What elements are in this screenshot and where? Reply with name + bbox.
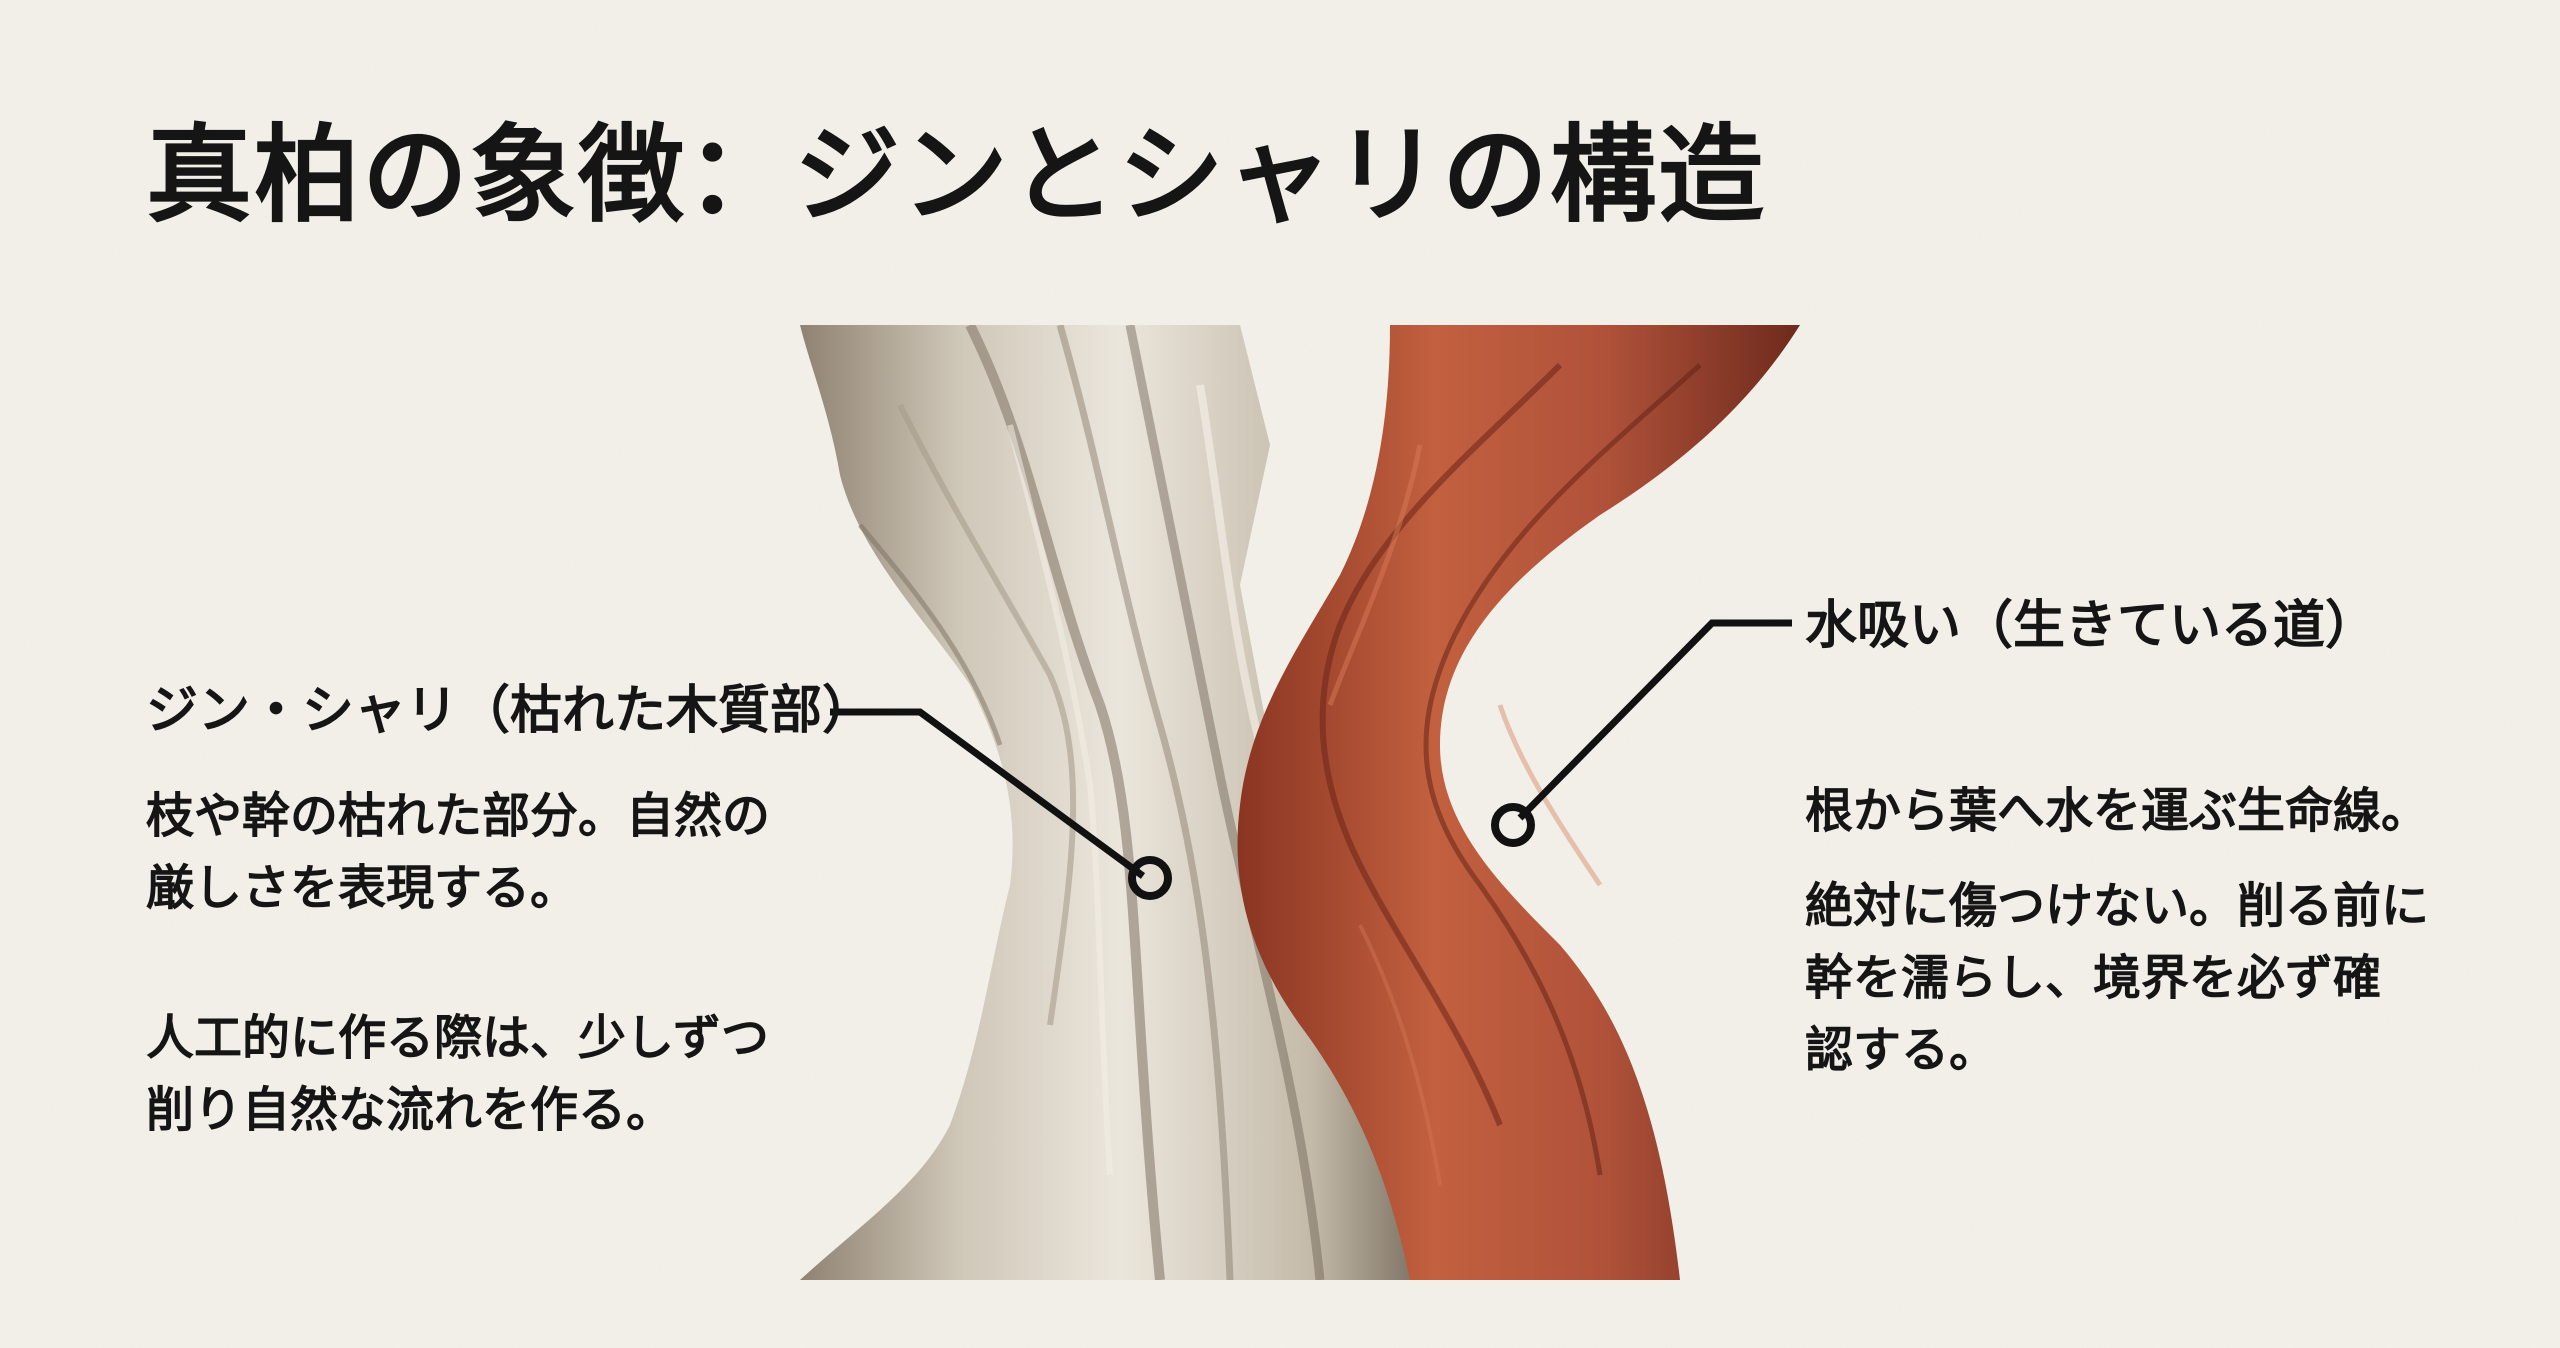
deadwood-heading: ジン・シャリ（枯れた木質部） bbox=[146, 681, 875, 741]
live-vein-note-line: 認する。 bbox=[1805, 1022, 1998, 1078]
live-vein-description: 根から葉へ水を運ぶ生命線。 bbox=[1805, 775, 2429, 847]
page-title: 真柏の象徴：ジンとシャリの構造 bbox=[146, 114, 1766, 237]
live-vein-heading: 水吸い（生きている道） bbox=[1805, 596, 2378, 656]
live-vein-description-line: 根から葉へ水を運ぶ生命線。 bbox=[1805, 783, 2430, 839]
live-vein-note-line: 幹を濡らし、境界を必ず確 bbox=[1805, 950, 2382, 1006]
live-vein-note-line: 絶対に傷つけない。削る前に bbox=[1805, 878, 2430, 934]
deadwood-note-line: 削り自然な流れを作る。 bbox=[146, 1082, 675, 1138]
deadwood-description-line: 厳しさを表現する。 bbox=[146, 860, 579, 916]
deadwood-description-line: 枝や幹の枯れた部分。自然の bbox=[146, 788, 771, 844]
tree-trunk-illustration bbox=[800, 325, 1800, 1280]
deadwood-note-line: 人工的に作る際は、少しずつ bbox=[146, 1010, 770, 1066]
deadwood-note: 人工的に作る際は、少しずつ 削り自然な流れを作る。 bbox=[146, 1002, 769, 1146]
live-vein-note: 絶対に傷つけない。削る前に 幹を濡らし、境界を必ず確 認する。 bbox=[1805, 870, 2429, 1086]
deadwood-description: 枝や幹の枯れた部分。自然の 厳しさを表現する。 bbox=[146, 780, 770, 924]
